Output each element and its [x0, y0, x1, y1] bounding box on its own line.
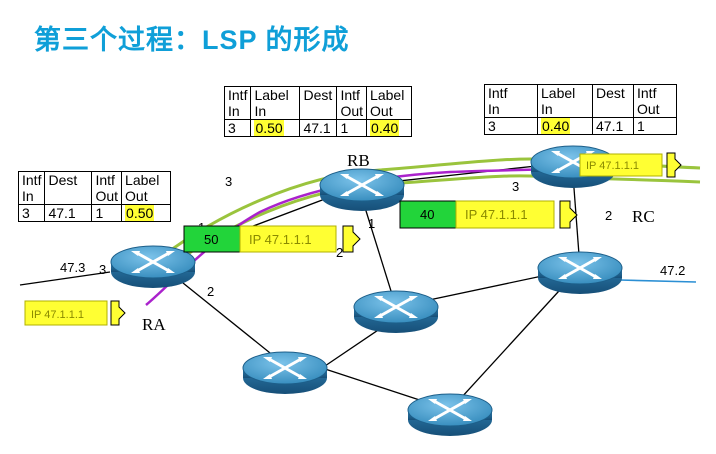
rb-table-cell-dest: 47.1 [299, 119, 338, 137]
rc-forwarding-table: Intf In Label In Dest Intf Out 3 0.40 47… [484, 84, 677, 135]
rc-table-cell-intf-out: 1 [633, 117, 677, 135]
ra-table-cell-label-out: 0.50 [121, 204, 172, 222]
router-ra-name: RA [142, 315, 166, 334]
rc-port-3: 3 [512, 179, 519, 194]
rb-table-cell-label-in: 0.50 [250, 119, 301, 137]
packet-ingress-text: IP 47.1.1.1 [31, 309, 84, 321]
rb-port-3: 3 [225, 174, 232, 189]
ra-table-cell-dest: 47.1 [44, 204, 93, 222]
ra-table-header-label-out: Label Out [121, 171, 172, 205]
rb-port-1: 1 [368, 216, 375, 231]
network-47-3-label: 47.3 [60, 260, 85, 275]
router-core-right-icon [536, 250, 624, 296]
router-core-bottom-icon [241, 350, 329, 396]
ra-port-3: 3 [99, 262, 106, 277]
packet-egress: IP 47.1.1.1 [579, 152, 682, 178]
rc-label-in-value: 0.40 [541, 118, 571, 134]
rb-forwarding-table: Intf In Label In Dest Intf Out Label Out… [223, 86, 413, 137]
router-rc-name: RC [632, 207, 655, 226]
rb-table-cell-intf-in: 3 [223, 119, 252, 137]
rb-table-cell-label-out: 0.40 [366, 119, 413, 137]
link-mid-rb [361, 197, 397, 308]
router-ra-icon [109, 244, 197, 290]
packet-egress-text: IP 47.1.1.1 [586, 160, 639, 172]
packet-to-rc-text: IP 47.1.1.1 [465, 207, 528, 222]
rc-table-header-dest: Dest [592, 84, 634, 118]
ra-table-header-intf-out: Intf Out [91, 171, 123, 205]
rb-table-header-dest: Dest [299, 86, 338, 120]
packet-labeled-50: 50 IP 47.1.1.1 [183, 225, 361, 253]
ra-forwarding-table: Intf In Dest Intf Out Label Out 3 47.1 1… [17, 171, 172, 222]
label-50-text: 50 [204, 232, 218, 247]
rb-table-header-intf-in: Intf In [223, 86, 252, 120]
rc-table-cell-label-in: 0.40 [537, 117, 593, 135]
rc-table-header-intf-in: Intf In [484, 84, 538, 118]
ra-table-header-dest: Dest [44, 171, 93, 205]
link-network-47-2 [619, 279, 697, 283]
label-40-text: 40 [420, 207, 434, 222]
rb-table-header-intf-out: Intf Out [336, 86, 368, 120]
router-core-mid-icon [352, 289, 440, 335]
router-rb-name: RB [347, 151, 370, 170]
link-ra-bottom [182, 282, 286, 366]
rb-label-in-value: 0.50 [254, 120, 284, 136]
rb-label-out-value: 0.40 [370, 120, 400, 136]
router-core-low-icon [406, 392, 494, 438]
ra-port-2: 2 [207, 284, 214, 299]
rc-table-header-intf-out: Intf Out [633, 84, 677, 118]
packet-labeled-40: 40 IP 47.1.1.1 [399, 200, 578, 229]
ra-label-out-value: 0.50 [125, 205, 155, 221]
ra-table-header-intf-in: Intf In [17, 171, 46, 205]
rc-table-cell-dest: 47.1 [592, 117, 634, 135]
link-network-47-3 [19, 271, 111, 286]
rb-port-2: 2 [336, 245, 343, 260]
network-47-2-label: 47.2 [660, 263, 685, 278]
packet-ingress: IP 47.1.1.1 [24, 300, 126, 326]
page-title: 第三个过程：LSP 的形成 [34, 25, 350, 55]
rb-table-header-label-out: Label Out [366, 86, 413, 120]
ra-table-cell-intf-in: 3 [17, 204, 46, 222]
router-rb-icon [318, 167, 406, 213]
rc-port-2: 2 [605, 208, 612, 223]
packet-in-rb-text: IP 47.1.1.1 [249, 232, 312, 247]
